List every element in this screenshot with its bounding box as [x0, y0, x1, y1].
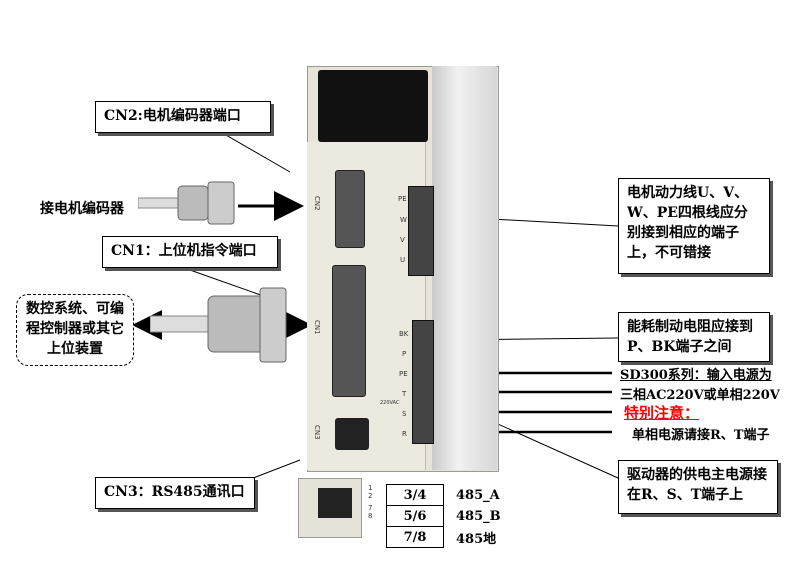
brake-resistor-callout: 能耗制动电阻应接到P、BK端子之间: [618, 312, 770, 362]
terminal-t-label: T: [402, 390, 407, 398]
rj45-pin-8: 8: [368, 512, 373, 520]
upper-device-box: 数控系统、可编程控制器或其它上位装置: [16, 294, 134, 366]
terminal-pe2-label: PE: [399, 370, 408, 378]
pin-signal: 485_B: [456, 508, 501, 524]
cn2-label: CN2: [313, 196, 321, 211]
series-note-line1: SD300系列：输入电源为: [620, 368, 772, 383]
cn2-connector: [335, 170, 365, 248]
cn2-callout: CN2:电机编码器端口: [95, 101, 271, 133]
rj45-pin-1: 1: [368, 484, 373, 492]
terminal-v-label: V: [400, 236, 405, 244]
single-phase-note: 单相电源请接R、T端子: [632, 428, 770, 443]
terminal-pe-label: PE: [398, 195, 407, 203]
rj45-pin-2: 2: [368, 492, 373, 500]
pin-pair: 3/4: [386, 484, 444, 506]
cn3-label: CN3: [313, 425, 321, 440]
terminal-w-label: W: [400, 216, 407, 224]
pin-pair: 7/8: [386, 526, 444, 548]
drive-faceplate: [307, 142, 426, 470]
cn1-label: CN1: [313, 320, 321, 335]
voltage-label: 220VAC: [380, 400, 400, 406]
terminal-bk-label: BK: [399, 330, 409, 338]
terminal-u-label: U: [400, 256, 406, 264]
rj45-jack-socket: [318, 488, 352, 518]
encoder-plug-icon: [138, 181, 235, 225]
table-row: 3/4 485_A: [386, 484, 523, 506]
rs485-pinout-table: 3/4 485_A 5/6 485_B 7/8 485地: [386, 484, 523, 548]
command-plug-icon: [150, 287, 287, 363]
terminal-p-label: P: [402, 350, 407, 358]
drive-heatsink: [432, 66, 497, 470]
table-row: 5/6 485_B: [386, 505, 523, 527]
encoder-label: 接电机编码器: [40, 201, 124, 217]
cn3-callout: CN3：RS485通讯口: [95, 477, 255, 509]
cn1-callout: CN1：上位机指令端口: [102, 236, 278, 268]
pin-pair: 5/6: [386, 505, 444, 527]
warning-note: 特别注意：: [624, 404, 700, 422]
motor-terminal-block: [408, 186, 434, 276]
cn1-connector: [332, 265, 366, 397]
pin-signal: 485地: [456, 531, 497, 547]
terminal-s-label: S: [402, 410, 407, 418]
rj45-pin-7: 7: [368, 504, 373, 512]
table-row: 7/8 485地: [386, 526, 523, 548]
main-supply-callout: 驱动器的供电主电源接在R、S、T端子上: [618, 460, 778, 514]
cn3-port: [335, 418, 369, 450]
pin-signal: 485_A: [456, 487, 500, 503]
drive-display-window: [318, 70, 428, 142]
motor-power-callout: 电机动力线U、V、W、PE四根线应分别接到相应的端子上，不可错接: [618, 178, 770, 274]
terminal-r-label: R: [402, 430, 407, 438]
power-terminal-block: [412, 320, 434, 444]
series-note-line2: 三相AC220V或单相220V: [620, 388, 780, 403]
